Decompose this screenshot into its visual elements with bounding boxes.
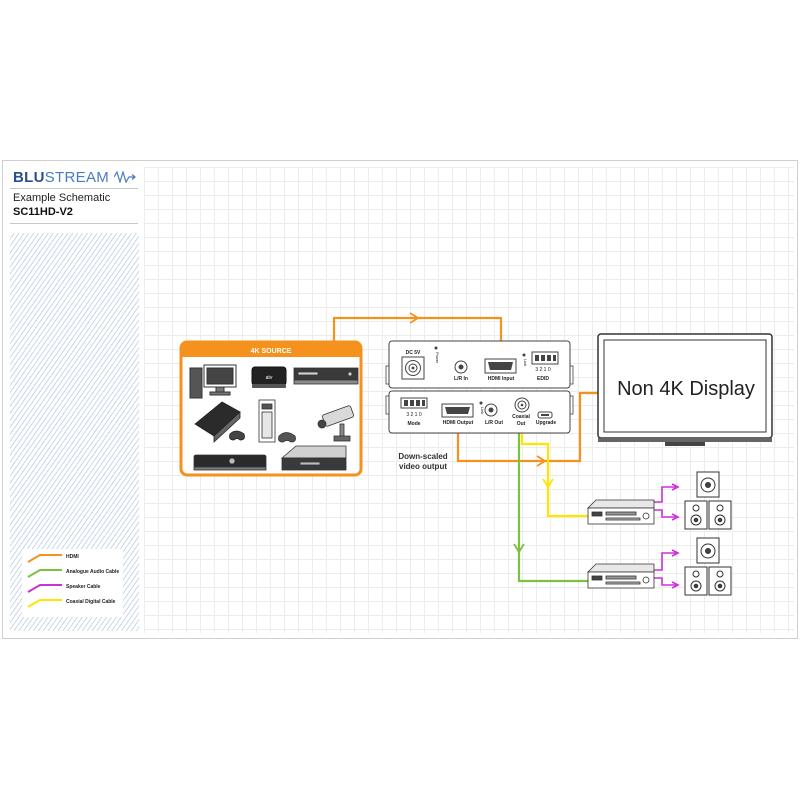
link-label: Link xyxy=(523,359,528,366)
hdmi-cable-source-to-input xyxy=(332,312,503,362)
source-title: 4K SOURCE xyxy=(251,348,292,355)
audio-out-jack xyxy=(484,403,498,417)
lr-out-label: L/R Out xyxy=(485,420,503,426)
speaker-icon xyxy=(684,500,708,530)
legend-label: HDMI xyxy=(66,554,79,560)
sidebar: BLUSTREAM Example Schematic SC11HD-V2 HD… xyxy=(8,167,140,633)
speaker-icon xyxy=(696,471,720,498)
apple-tv-icon: atv xyxy=(251,366,287,388)
audio-in-jack xyxy=(454,360,468,374)
analogue-audio-cable xyxy=(487,412,592,583)
source-devices-panel: 4K SOURCE atv xyxy=(179,340,363,477)
legend-item-coaxial: Coaxial Digital Cable xyxy=(22,597,123,609)
computer-icon xyxy=(189,364,237,399)
edid-digits: 3 2 1 0 xyxy=(535,367,551,373)
scaler-output-panel: 3 2 1 0 Mode HDMI Output Link L/R Out Co… xyxy=(385,390,574,434)
legend-item-analogue-audio: Analogue Audio Cable xyxy=(22,567,123,579)
legend-swatch-hdmi xyxy=(27,554,62,563)
link-label: Link xyxy=(480,407,485,414)
av-receiver-icon xyxy=(587,563,655,589)
power-label: Power xyxy=(435,352,440,364)
hdmi-input-label: HDMI Input xyxy=(488,376,515,382)
brand-logo: BLUSTREAM xyxy=(13,169,136,186)
divider xyxy=(10,188,138,189)
coaxial-out-jack xyxy=(514,397,530,413)
media-box-icon xyxy=(280,445,347,471)
hdmi-input-port xyxy=(484,358,517,374)
coaxial-label: Coaxial xyxy=(512,414,530,420)
speaker-cables xyxy=(652,483,680,589)
mode-digits: 3 2 1 0 xyxy=(406,412,422,418)
hdmi-output-label: HDMI Output xyxy=(443,420,474,426)
game-console-icon xyxy=(194,401,245,443)
speaker-icon xyxy=(708,500,732,530)
dc-label: DC 5V xyxy=(406,350,421,356)
legend-label: Coaxial Digital Cable xyxy=(66,599,116,605)
security-camera-icon xyxy=(317,405,354,442)
speaker-icon xyxy=(708,566,732,596)
link-led-icon xyxy=(479,401,483,405)
brand-logo-blu: BLU xyxy=(13,169,45,186)
dc-power-port xyxy=(401,356,425,380)
bluray-player-icon xyxy=(293,367,359,385)
power-led-icon xyxy=(434,346,438,350)
av-receiver-icon xyxy=(587,499,655,525)
mode-dip-switch xyxy=(400,397,428,409)
legend-label: Speaker Cable xyxy=(66,584,101,590)
waveform-arrow-icon xyxy=(113,169,136,185)
legend-label: Analogue Audio Cable xyxy=(66,569,120,575)
upgrade-label: Upgrade xyxy=(536,420,557,426)
speaker-icon xyxy=(684,566,708,596)
legend-item-hdmi: HDMI xyxy=(22,552,123,564)
legend-item-speaker: Speaker Cable xyxy=(22,582,123,594)
annotation-line2: video output xyxy=(399,462,447,471)
display-label: Non 4K Display xyxy=(617,378,755,400)
lr-in-label: L/R In xyxy=(454,376,468,382)
cable-legend: HDMI Analogue Audio Cable Speaker Cable … xyxy=(22,549,123,617)
mode-label: Mode xyxy=(407,421,420,427)
edid-dip-switch xyxy=(531,351,559,365)
diagram-canvas: 4K SOURCE atv xyxy=(144,167,794,633)
tv-display-icon: Non 4K Display xyxy=(597,333,773,446)
hdmi-output-port xyxy=(441,403,474,418)
link-led-icon xyxy=(522,353,526,357)
svg-text:atv: atv xyxy=(266,375,273,381)
game-tower-icon xyxy=(258,399,296,443)
legend-swatch-speaker xyxy=(27,584,62,593)
brand-logo-stream: STREAM xyxy=(44,169,110,186)
set-top-box-icon xyxy=(193,454,267,471)
annotation-line1: Down-scaled xyxy=(398,452,447,461)
coaxial-out-label: Out xyxy=(517,421,526,427)
divider xyxy=(10,223,138,224)
legend-swatch-coax xyxy=(27,599,62,608)
scaler-input-panel: DC 5V Power L/R In HDMI Input Link 3 2 xyxy=(385,340,574,389)
legend-swatch-audio xyxy=(27,569,62,578)
schematic-subtitle: Example Schematic xyxy=(13,192,111,204)
usb-upgrade-port xyxy=(537,411,553,419)
hdmi-cable-output-to-display xyxy=(456,391,604,467)
speaker-icon xyxy=(696,537,720,564)
schematic-drawing: 4K SOURCE atv xyxy=(179,312,773,596)
edid-label: EDID xyxy=(537,376,549,382)
model-number: SC11HD-V2 xyxy=(13,206,73,218)
